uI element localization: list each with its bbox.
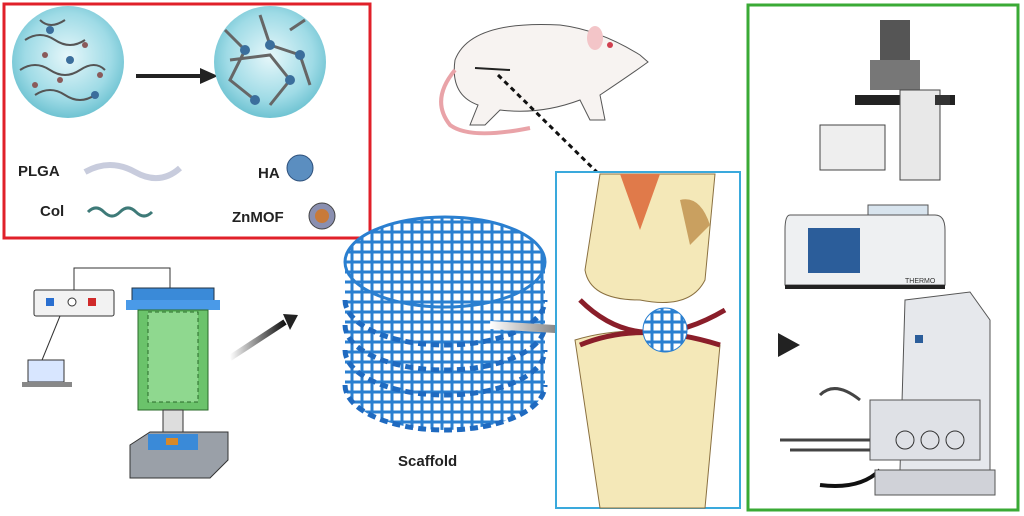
microscope-illustration <box>819 20 955 181</box>
ha-particle-icon <box>286 154 314 182</box>
rat-illustration <box>439 23 649 187</box>
rat-tail <box>439 68 531 136</box>
spectrophotometer-illustration: THERMO <box>784 204 946 289</box>
knee-joint-panel <box>555 171 741 509</box>
print-arrow <box>228 319 287 361</box>
plga-strand-icon <box>83 162 183 181</box>
plga-label: PLGA <box>18 163 60 180</box>
scaffold-illustration <box>342 215 548 433</box>
implanted-scaffold <box>642 307 688 353</box>
scaffold-label: Scaffold <box>398 453 457 470</box>
characterization-panel: THERMO <box>746 3 1020 512</box>
3d-printer-illustration <box>22 267 229 479</box>
characterization-box <box>746 3 1020 512</box>
col-label: Col <box>40 203 64 220</box>
sphere-after <box>214 6 326 118</box>
sphere-before <box>12 6 124 118</box>
materials-panel: PLGA Col HA ZnMOF <box>2 2 372 240</box>
collagen-strand-icon <box>86 206 154 218</box>
materials-box <box>2 2 372 240</box>
znmof-label: ZnMOF <box>232 209 284 226</box>
sem-illustration <box>780 291 996 496</box>
implant-site-dotted-line <box>496 73 612 187</box>
laptop-icon <box>27 359 65 383</box>
instrument-brand: THERMO <box>905 278 936 285</box>
ha-label: HA <box>258 165 280 182</box>
